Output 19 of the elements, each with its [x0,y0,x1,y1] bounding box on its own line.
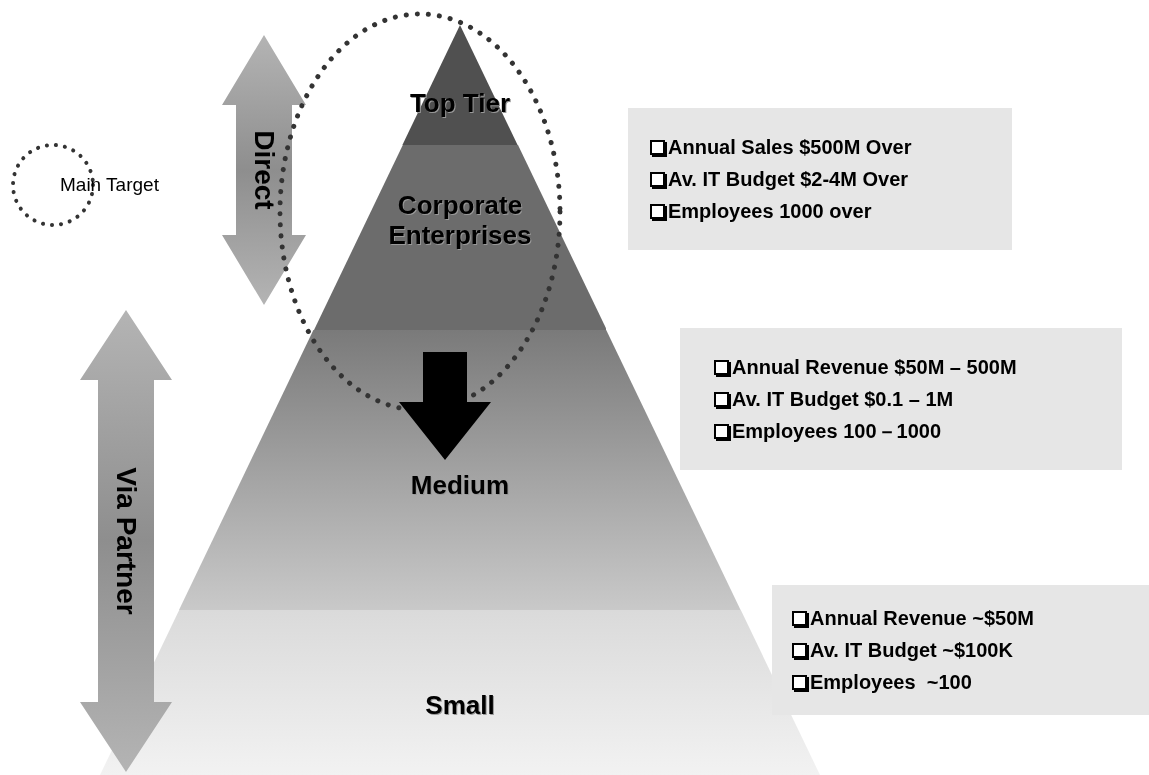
tier-label: Corporate Enterprises [387,190,533,250]
block-arrow [399,352,491,460]
info-panel [628,108,1012,250]
criteria-text: Annual Sales $500M Over [668,135,912,160]
tier-label: Medium [409,470,511,500]
legend-label: Main Target [60,172,159,197]
criteria-text: Av. IT Budget ~$100K [810,638,1013,663]
criteria-text: Employees ~100 [810,670,972,695]
criteria-text: Employees 1000 over [668,199,872,224]
channel-label: Direct [248,130,281,210]
criteria-text: Av. IT Budget $2-4M Over [668,167,909,192]
info-panel [772,585,1149,715]
tier-label: Small [424,690,496,720]
info-panel [680,328,1122,470]
criteria-text: Annual Revenue $50M – 500M [732,355,1017,380]
criteria-text: Employees 100－1000 [732,419,942,444]
criteria-text: Av. IT Budget $0.1 – 1M [732,387,954,412]
channel-label: Via Partner [110,467,143,615]
criteria-text: Annual Revenue ~$50M [810,606,1034,631]
